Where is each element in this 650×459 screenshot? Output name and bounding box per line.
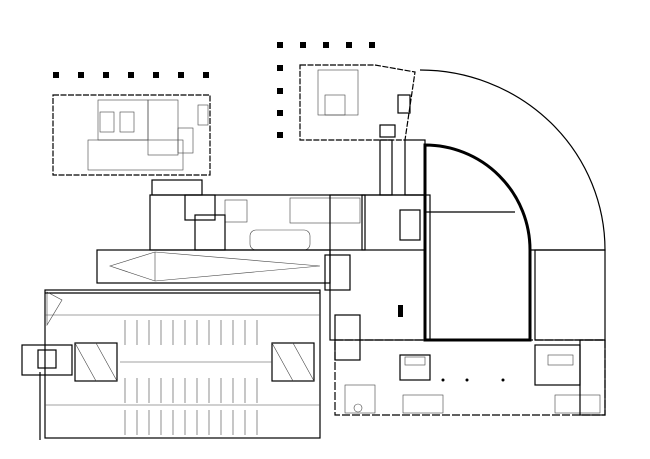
parking-garage (21, 289, 321, 440)
central-corridor (149, 194, 366, 251)
long-hall (96, 249, 351, 291)
north-office-block (299, 64, 416, 196)
parking-stalls (124, 320, 258, 435)
south-wing (334, 339, 606, 416)
curved-hall (419, 69, 606, 342)
west-office-wing (52, 94, 216, 221)
exterior-columns (53, 42, 375, 138)
